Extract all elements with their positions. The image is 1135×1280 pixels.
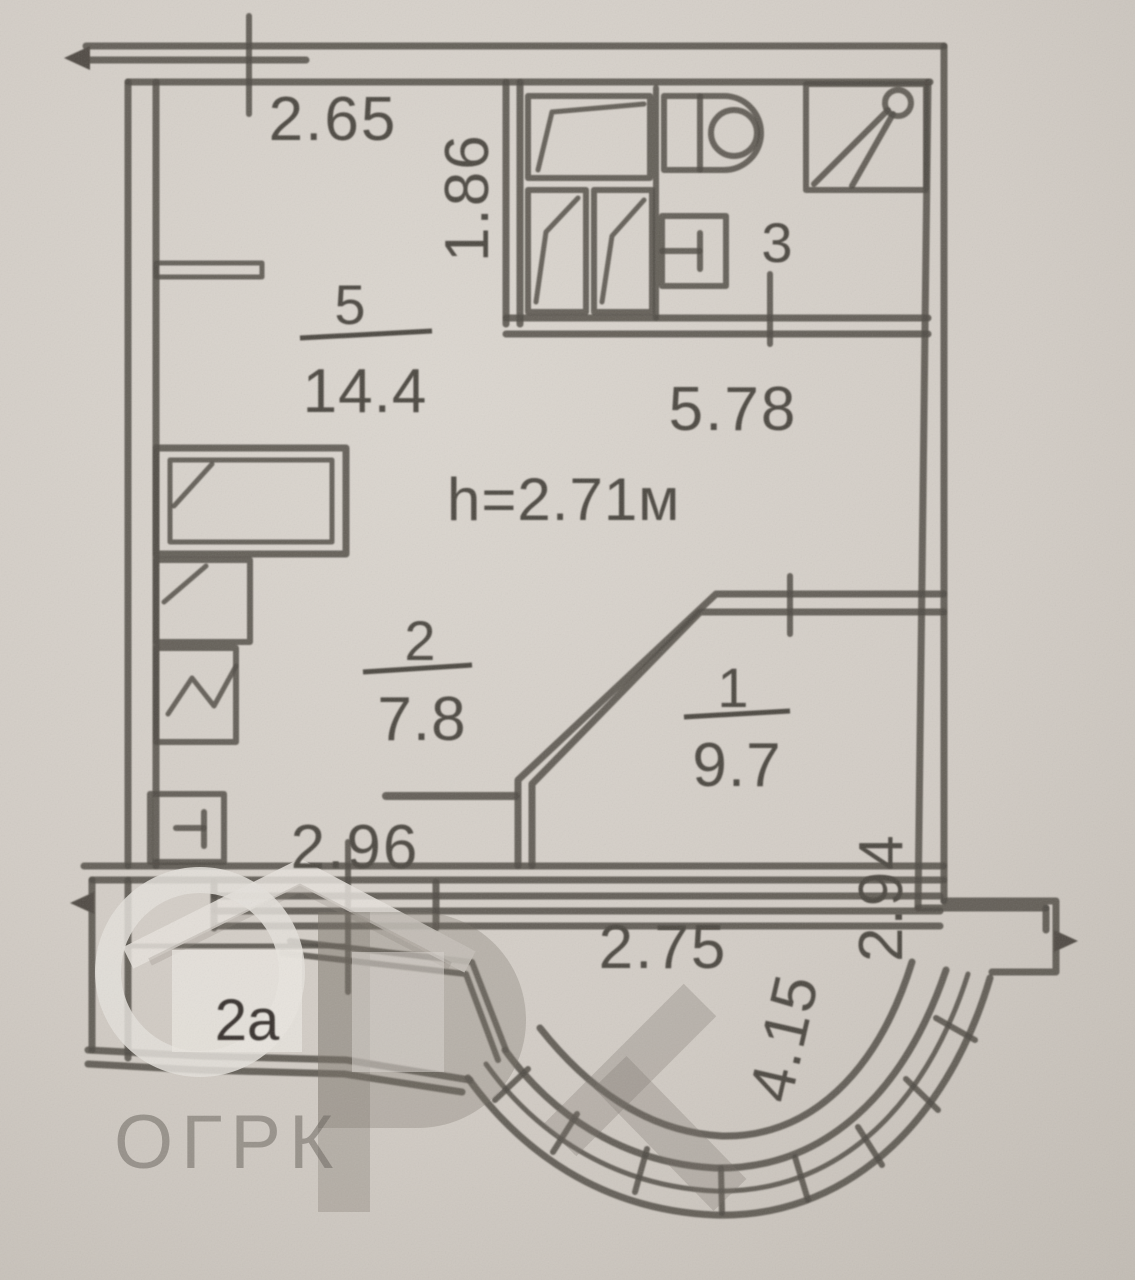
- floor-plan-canvas: ОГРК 2.65 1.86 5.78 2.96 2.75 4.15 2.94 …: [0, 0, 1135, 1280]
- scanned-floor-plan-page: ОГРК 2.65 1.86 5.78 2.96 2.75 4.15 2.94 …: [0, 0, 1135, 1280]
- scan-grain-overlay: [0, 0, 1135, 1280]
